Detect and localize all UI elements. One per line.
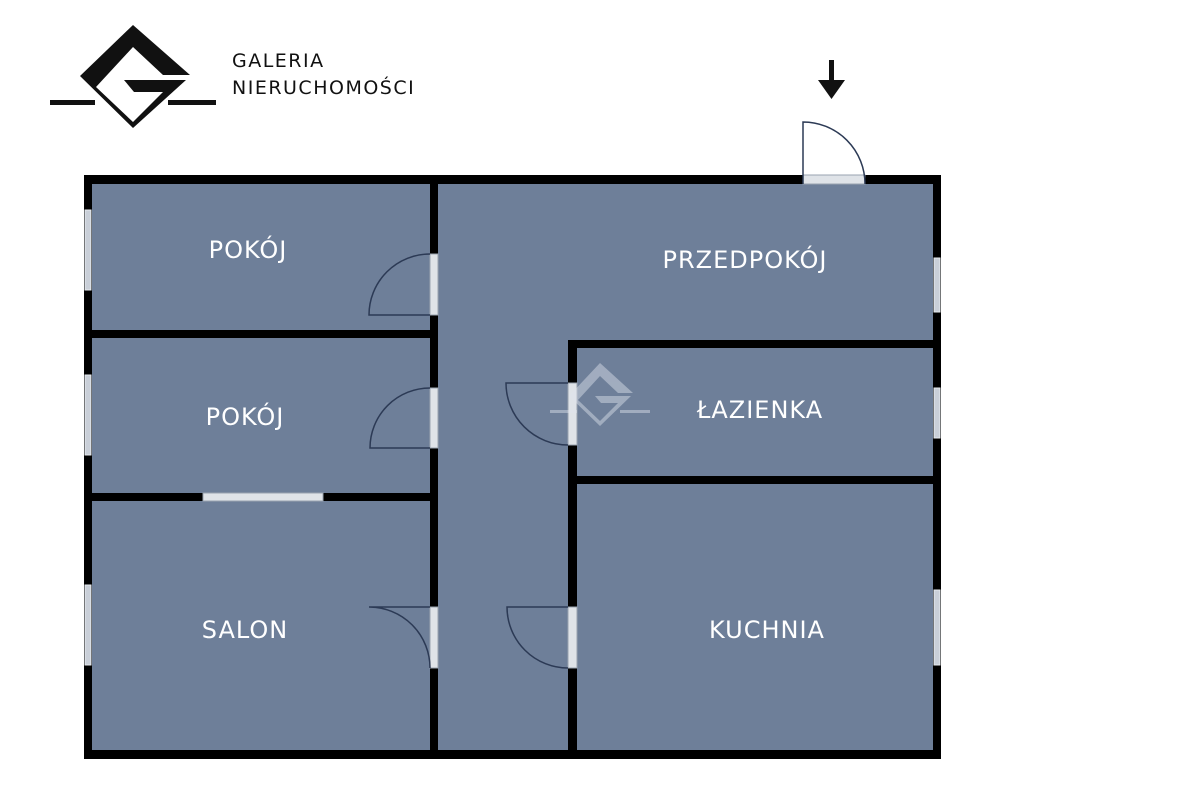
room-label-lazienka: ŁAZIENKA	[696, 396, 823, 424]
room-label-pokoj-2: POKÓJ	[206, 401, 285, 431]
logo-mark-icon	[80, 25, 190, 128]
room-label-pokoj-1: POKÓJ	[209, 234, 288, 264]
company-logo	[50, 25, 216, 128]
doors	[202, 121, 866, 669]
arrow-down-icon	[818, 60, 845, 99]
room-label-kuchnia: KUCHNIA	[709, 616, 825, 644]
room-label-salon: SALON	[202, 616, 288, 644]
logo-bar-right	[168, 100, 216, 105]
logo-bar-left	[50, 100, 95, 105]
floor-area	[88, 180, 937, 754]
watermark-logo	[550, 363, 650, 426]
room-label-przedpokoj: PRZEDPOKÓJ	[663, 244, 828, 274]
brand-line1: GALERIA	[232, 50, 325, 72]
windows	[84, 209, 941, 666]
sliding-door	[202, 492, 324, 502]
entrance-door	[802, 121, 866, 185]
brand-line2: NIERUCHOMOŚCI	[232, 75, 415, 99]
